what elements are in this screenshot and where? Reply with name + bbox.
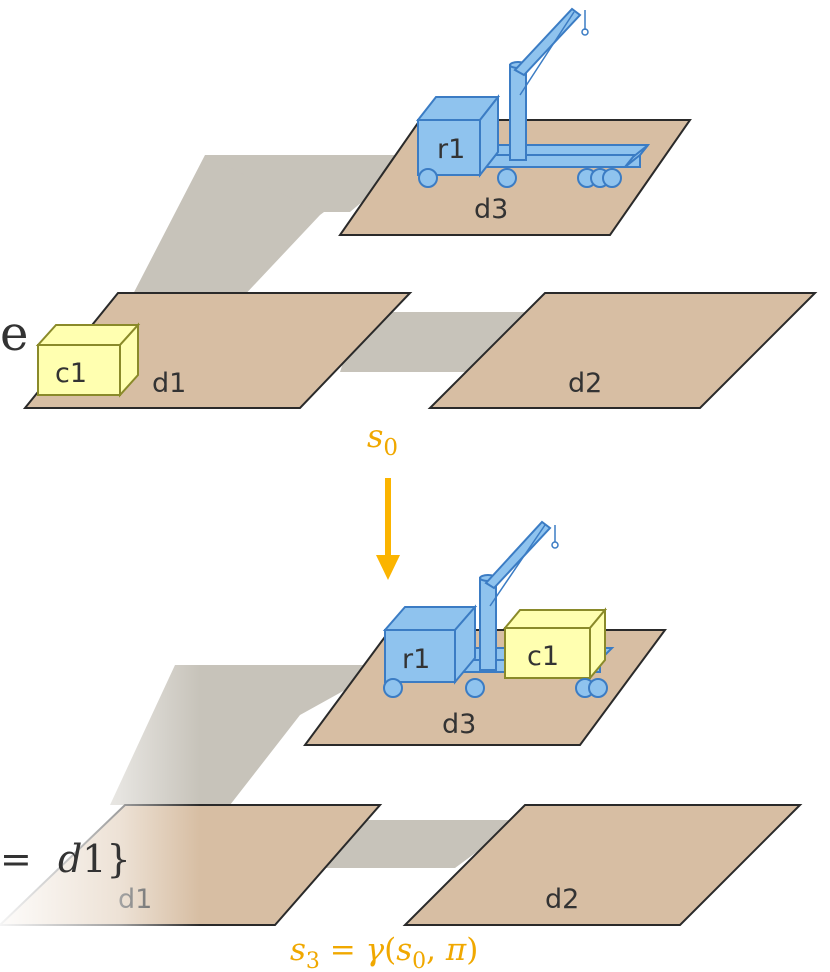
container-c1: c1: [35, 322, 141, 398]
fade-overlay: [0, 640, 200, 972]
location-label-d3-final: d3: [442, 709, 476, 740]
location-d2: [427, 292, 818, 409]
s3-symbol: s: [290, 932, 306, 968]
location-d2-final: [402, 804, 803, 926]
initial-state: d3 d1 d2 c1: [22, 7, 818, 409]
transition-arrow: [376, 478, 400, 580]
road-d1-d2: [340, 312, 535, 372]
partial-text-var: d: [58, 837, 82, 881]
container-label-c1: c1: [55, 358, 87, 389]
state-label-s0: s0: [367, 417, 398, 461]
road-d1-d2-final: [320, 820, 520, 868]
s3-pi: π: [445, 932, 467, 968]
container-label-c1-final: c1: [527, 641, 559, 672]
final-state: d3 d1 d2 c1: [0, 520, 803, 972]
partial-text-eq: =: [0, 837, 32, 881]
robot-label-r1-final: r1: [402, 644, 430, 675]
s3-paren-close: ): [466, 932, 478, 968]
location-label-d1: d1: [152, 368, 186, 399]
s3-subscript: 3: [306, 949, 320, 972]
location-label-d2: d2: [568, 368, 602, 399]
robot-r1-final: c1 r1: [382, 520, 615, 698]
state-label-s0-subscript: 0: [383, 435, 398, 461]
s3-gamma: γ: [366, 932, 385, 968]
partial-text-top: e: [0, 306, 28, 362]
s3-paren-open: (: [384, 932, 396, 968]
s3-comma: ,: [426, 932, 446, 968]
location-label-d2-final: d2: [545, 884, 579, 915]
container-c1-final: c1: [502, 607, 608, 681]
location-label-d3: d3: [474, 194, 508, 225]
robot-r1: r1: [415, 7, 651, 188]
s3-arg-symbol: s: [396, 932, 412, 968]
s3-equals: =: [320, 932, 366, 968]
partial-text-num: 1}: [82, 837, 130, 881]
robot-label-r1: r1: [437, 134, 465, 165]
partial-text-bottom: = d1}: [0, 837, 131, 881]
state-label-s0-symbol: s: [367, 417, 383, 455]
state-label-s3: s3 = γ(s0, π): [290, 932, 478, 972]
s3-arg-subscript: 0: [412, 949, 426, 972]
